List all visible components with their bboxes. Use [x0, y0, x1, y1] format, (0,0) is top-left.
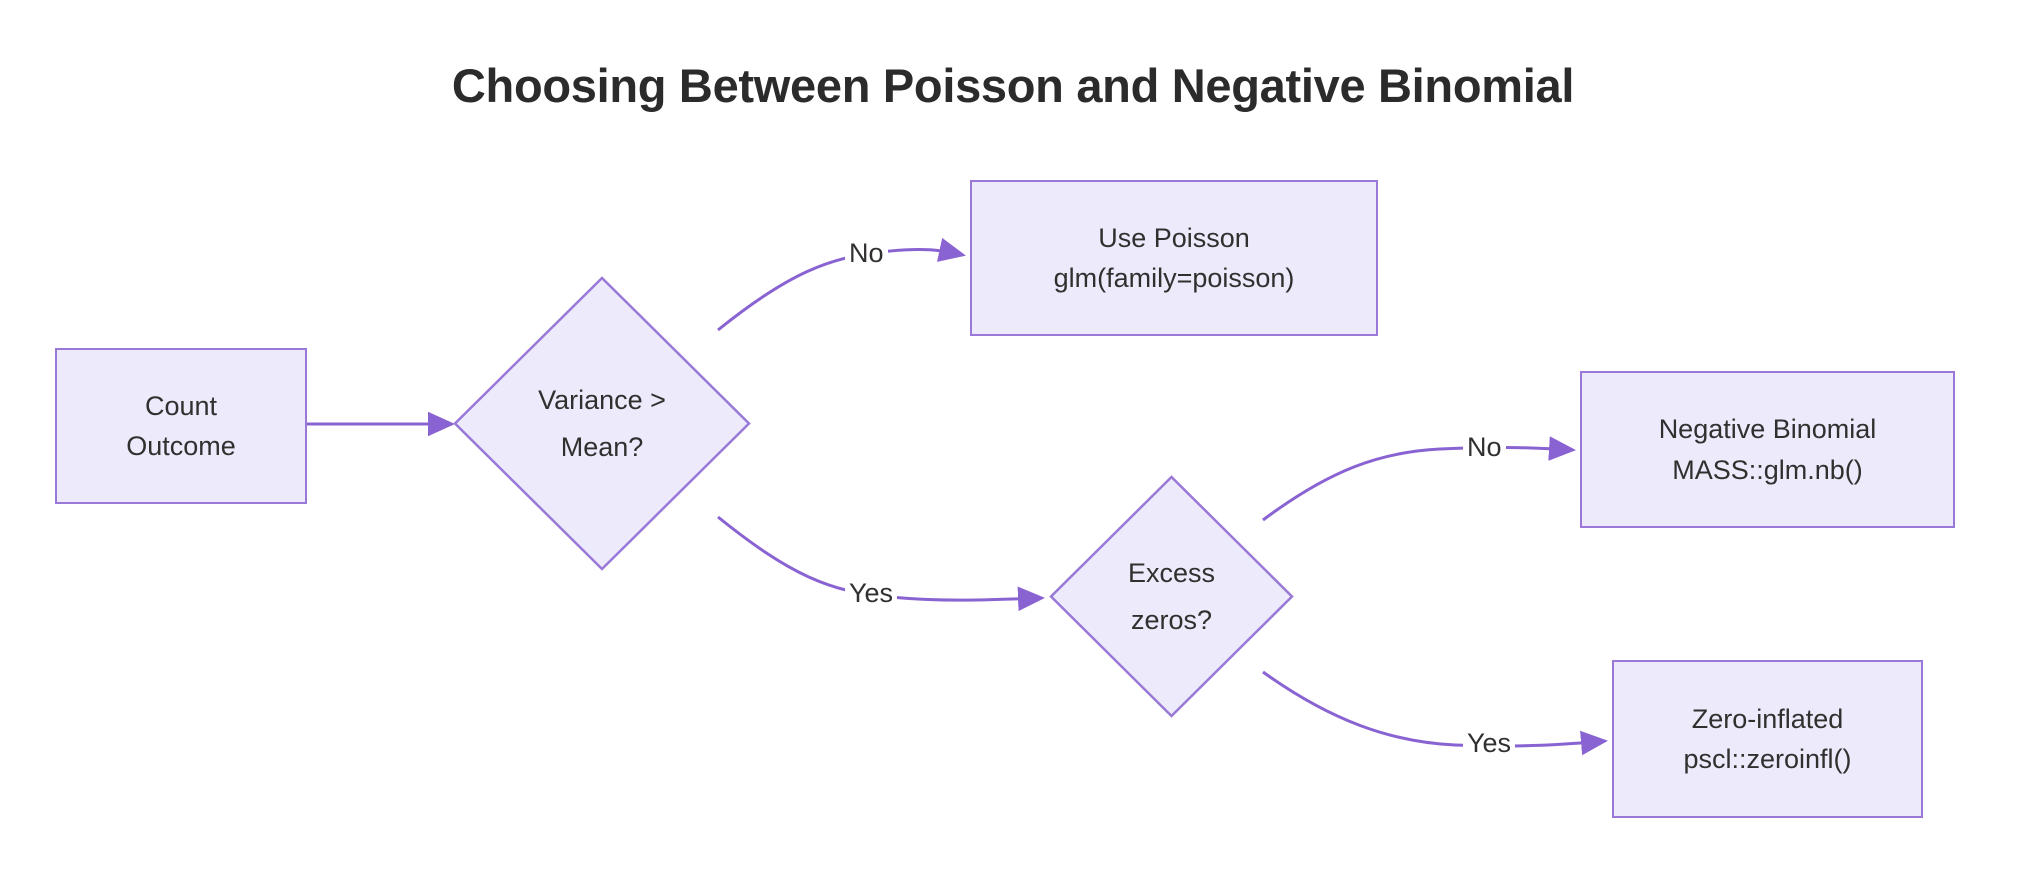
page-title: Choosing Between Poisson and Negative Bi…	[451, 59, 1575, 112]
node-use-poisson-line1: Use Poisson	[1098, 222, 1250, 253]
node-negative-binomial-line1: Negative Binomial	[1658, 414, 1877, 444]
node-zero-inflated-line2: pscl::zeroinfl()	[1683, 744, 1852, 774]
edge-label-excess-yes: Yes	[1463, 728, 1516, 759]
edge-label-variance-no: No	[845, 238, 888, 269]
edge-label-variance-yes: Yes	[845, 578, 898, 609]
node-zero-inflated-line1: Zero-inflated	[1691, 703, 1844, 734]
diamond-shape	[1049, 475, 1294, 718]
edge-excess-yes-to-zeroinfl	[1262, 670, 1608, 756]
node-use-poisson-line2: glm(family=poisson)	[1053, 263, 1295, 293]
node-negative-binomial[interactable]: Negative Binomial MASS::glm.nb()	[1580, 371, 1955, 528]
node-variance-mean[interactable]: Variance > Mean?	[452, 275, 752, 572]
diamond-shape	[453, 276, 751, 571]
node-negative-binomial-line2: MASS::glm.nb()	[1672, 454, 1863, 485]
edge-label-excess-no: No	[1463, 432, 1506, 463]
node-count-outcome[interactable]: Count Outcome	[55, 348, 307, 504]
node-zero-inflated[interactable]: Zero-inflated pscl::zeroinfl()	[1612, 660, 1923, 818]
edge-variance-no-to-poisson	[717, 237, 966, 332]
node-count-outcome-line2: Outcome	[126, 431, 236, 461]
node-use-poisson[interactable]: Use Poisson glm(family=poisson)	[970, 180, 1378, 336]
edge-excess-no-to-nb	[1262, 436, 1576, 522]
node-count-outcome-line1: Count	[144, 390, 218, 421]
node-excess-zeros[interactable]: Excess zeros?	[1048, 474, 1295, 719]
